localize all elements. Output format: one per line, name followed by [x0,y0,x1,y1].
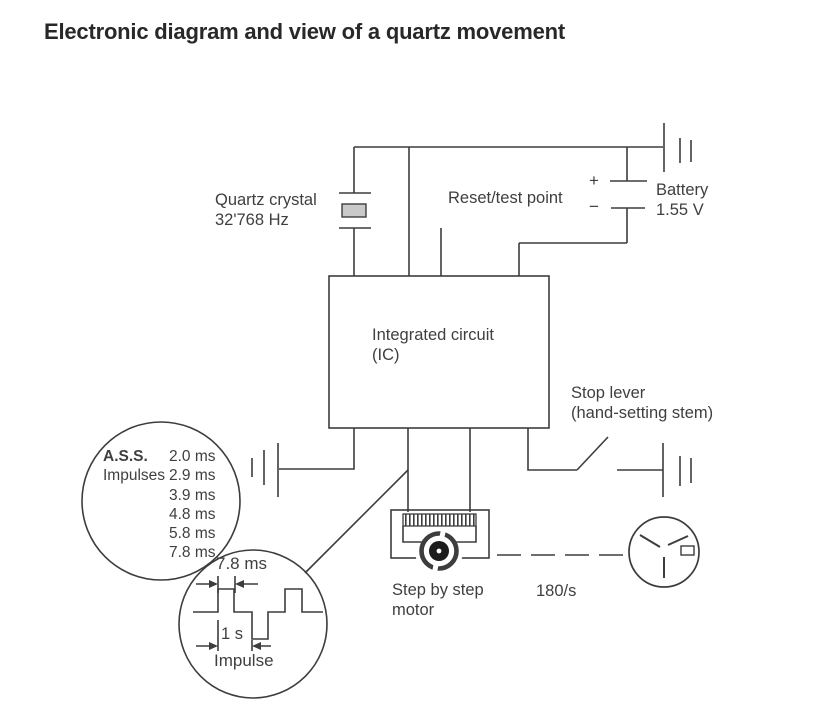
ass-impulse-value: 2.9 ms [169,467,216,485]
ass-abbr: A.S.S. [103,448,148,465]
motor-wires [407,428,471,512]
battery-voltage-line: 1.55 V [656,201,704,219]
quartz-frequency-line: 32'768 Hz [215,211,289,229]
battery-minus-sign: − [589,197,599,216]
page-title: Electronic diagram and view of a quartz … [44,19,565,44]
output-wire-left [279,428,355,470]
reset-test-point-label: Reset/test point [448,189,563,207]
impulse-label: Impulse [214,651,274,670]
case-contact-top-icon [663,123,692,172]
ic-label-line1: Integrated circuit [372,326,494,344]
case-contact-left-icon [251,443,279,497]
ic-label-line2: (IC) [372,346,400,364]
battery-label: Battery 1.55 V [656,180,708,220]
ass-impulse-value: 3.9 ms [169,486,216,504]
step-motor-label: Step by step motor [392,580,484,620]
stop-lever-line2: (hand-setting stem) [571,403,714,422]
pulse-width-label: 7.8 ms [216,554,268,573]
ass-impulse-values: 2.0 ms 2.9 ms 3.9 ms 4.8 ms 5.8 ms 7.8 m… [169,447,216,563]
battery-plus-sign: + [589,171,599,190]
impulse-waveform [193,576,323,651]
step-motor-symbol [390,509,490,575]
battery-name-line: Battery [656,181,709,199]
watch-face-icon [628,516,700,588]
pointer-line [304,469,409,574]
period-label: 1 s [221,625,244,643]
ass-impulse-value: 7.8 ms [169,544,216,562]
case-contact-stem-icon [662,443,692,497]
ass-impulse-value: 5.8 ms [169,525,216,543]
ass-magnifier-circle [81,421,241,581]
power-bus-wires [354,146,663,276]
quartz-crystal-symbol [339,147,371,276]
ass-impulses-label: A.S.S. Impulses [103,447,165,486]
ic-label: Integrated circuit (IC) [372,325,494,365]
step-rate-label: 180/s [536,582,577,600]
ass-word: Impulses [103,467,166,485]
impulse-magnifier-circle [178,549,328,699]
step-motor-line2: motor [392,601,435,619]
stop-lever-label: Stop lever (hand-setting stem) [571,384,713,423]
battery-symbol [518,147,647,276]
stop-lever-switch [527,428,663,471]
quartz-crystal-label: Quartz crystal 32'768 Hz [215,190,317,230]
ass-impulse-value: 4.8 ms [169,505,216,523]
ass-impulse-value: 2.0 ms [169,448,216,465]
step-motor-line1: Step by step [392,581,484,599]
quartz-name-line: Quartz crystal [215,191,317,209]
ic-box [328,275,550,429]
stop-lever-line1: Stop lever [571,384,646,402]
